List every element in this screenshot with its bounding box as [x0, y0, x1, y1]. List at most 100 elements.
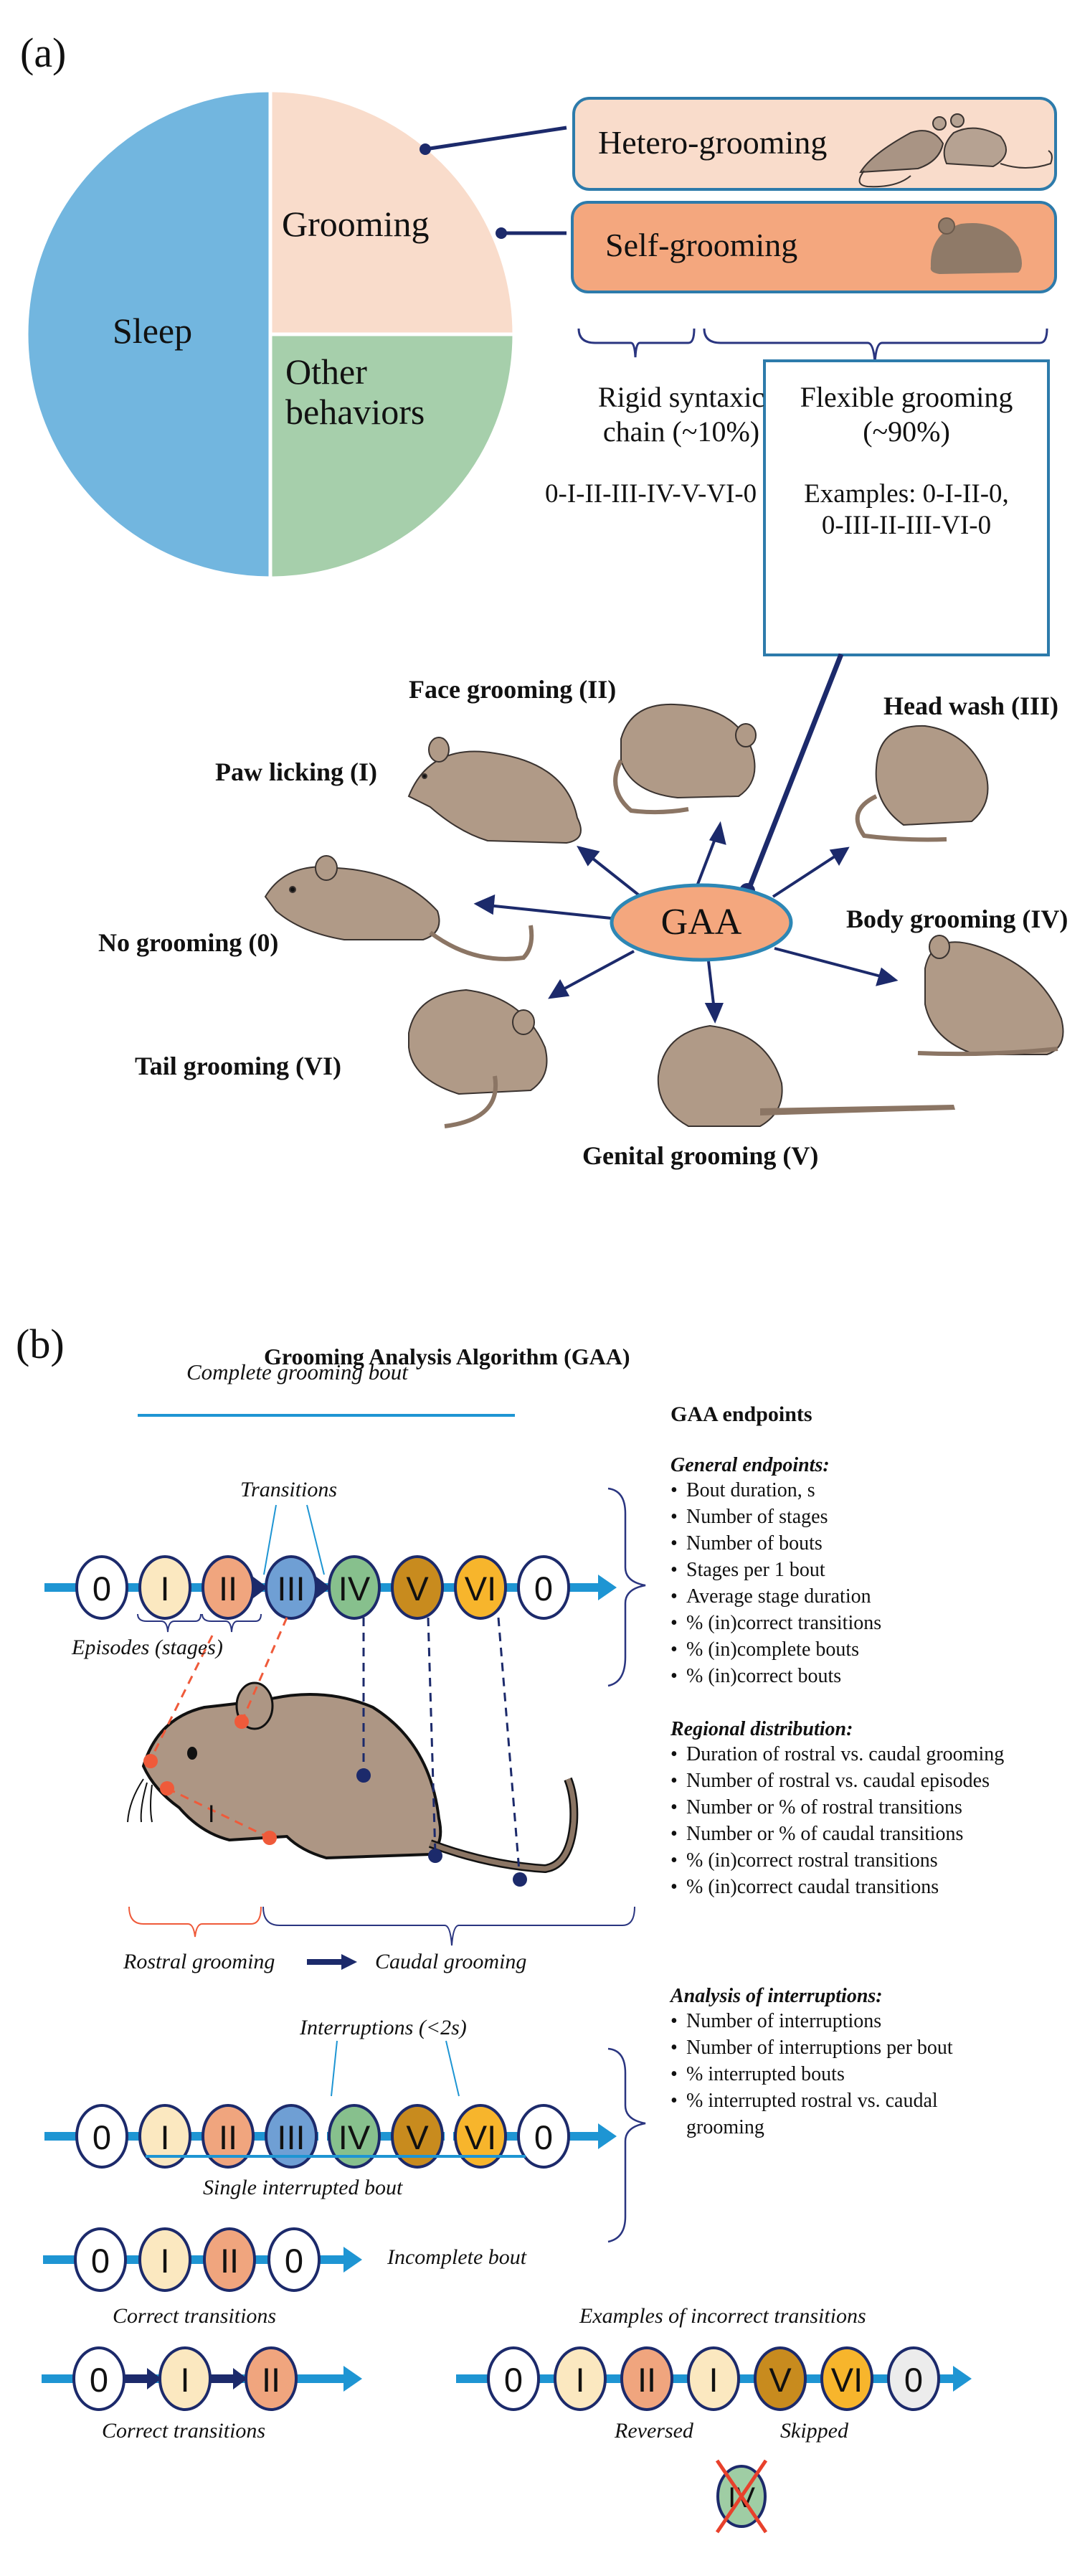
rostral-to-caudal-arrowhead [341, 1954, 357, 1970]
hetero-connector-dot [420, 143, 431, 155]
regional-distribution-heading: Regional distribution: [670, 1718, 853, 1740]
paw-licking-mouse [407, 737, 582, 844]
skipped-label: Skipped [780, 2419, 848, 2443]
stage-node-0: 0 [517, 1555, 570, 1620]
flexible-to-gaa-connector [746, 653, 844, 891]
transition-pointer-2 [306, 1504, 325, 1575]
episode-brace-2 [202, 1613, 262, 1633]
interruption-gap [318, 2131, 327, 2142]
transitions-label: Transitions [240, 1478, 338, 1501]
interruption-endpoint-item: Number of interruptions per bout [670, 2034, 1000, 2061]
stage-node-label: I [180, 2361, 189, 2399]
arrow-to-tail-grooming [548, 979, 570, 999]
correct-transitions-label-2: Correct transitions [102, 2419, 266, 2443]
caudal-grooming-label: Caudal grooming [375, 1950, 527, 1973]
endpoints-brace-general [607, 1487, 646, 1687]
stage-node-0: 0 [72, 2346, 125, 2411]
hetero-grooming-label: Hetero-grooming [598, 124, 828, 161]
hetero-mice-icon [858, 113, 1053, 188]
arrow-to-genital-grooming [704, 1003, 724, 1024]
stage-node-label: 0 [904, 2361, 923, 2399]
panel-b-label: (b) [16, 1321, 65, 1367]
flexible-examples: Examples: 0-I-II-0, 0-III-II-III-VI-0 [764, 478, 1048, 542]
stage-node-label: I [708, 2361, 718, 2399]
stage-node-VI: VI [454, 1555, 507, 1620]
pie-slice-sleep [24, 88, 272, 580]
regional-endpoint-item: Number of rostral vs. caudal episodes [670, 1768, 1072, 1794]
stage-node-0: 0 [75, 2104, 128, 2169]
stage-label-genital-grooming: Genital grooming (V) [582, 1141, 819, 1170]
flexible-grooming-line2: (~90%) [863, 415, 950, 448]
arrow-to-body-grooming [876, 967, 899, 986]
stage-node-label: VI [465, 2118, 496, 2156]
rigid-chain-brace [577, 328, 696, 358]
complete-bout-label: Complete grooming bout [186, 1359, 408, 1384]
gaa-arrows [473, 821, 899, 1024]
timeline-arrowhead [343, 2366, 362, 2392]
general-endpoint-item: Stages per 1 bout [670, 1557, 1072, 1583]
regional-endpoint-item: Number or % of rostral transitions [670, 1794, 1072, 1821]
interruption-gap [445, 2131, 453, 2142]
self-grooming-mouse-icon [930, 217, 1022, 274]
stage-node-label: I [575, 2361, 584, 2399]
stage-node-label: 0 [91, 2242, 110, 2280]
transition-pointer-1 [263, 1504, 277, 1575]
interruption-endpoint-item: Number of interruptions [670, 2008, 1000, 2034]
mouse-stage-marker: I [208, 1801, 215, 1828]
pie-slice-grooming [268, 88, 516, 336]
panel-a-label: (a) [20, 29, 67, 76]
stage-node-0: 0 [517, 2104, 570, 2169]
stage-node-0: 0 [487, 2346, 540, 2411]
correct-transitions-label-1: Correct transitions [113, 2304, 277, 2328]
caudal-points [356, 1768, 527, 1887]
general-endpoint-item: Average stage duration [670, 1583, 1072, 1610]
flexible-examples-line1: Examples: 0-I-II-0, [804, 479, 1009, 509]
flexible-grooming-line1: Flexible grooming [800, 381, 1013, 413]
general-endpoint-item: % (in)correct bouts [670, 1663, 1072, 1689]
stage-node-label: V [769, 2361, 792, 2399]
panel-b-title: Grooming Analysis Algorithm (GAA) [264, 1344, 630, 1369]
stage-node-label: II [220, 2242, 239, 2280]
interruption-pointer-1 [331, 2040, 338, 2097]
general-endpoints-list: Bout duration, sNumber of stagesNumber o… [670, 1477, 1072, 1689]
stage-label-paw-licking: Paw licking (I) [215, 758, 378, 786]
stage-node-I: I [138, 2104, 191, 2169]
interruptions-analysis-list: Number of interruptionsNumber of interru… [670, 2008, 1000, 2141]
episodes-label: Episodes (stages) [72, 1636, 223, 1659]
arrow-to-no-grooming [473, 894, 496, 915]
stage-node-II: II [245, 2346, 298, 2411]
self-grooming-label: Self-grooming [605, 227, 798, 263]
stage-node-IV: IV [328, 1555, 381, 1620]
regional-endpoint-item: % (in)correct caudal transitions [670, 1874, 1072, 1900]
stage-node-VI: VI [454, 2104, 507, 2169]
gaa-hub-label: GAA [660, 902, 742, 943]
incomplete-bout-label: Incomplete bout [387, 2245, 527, 2269]
stage-label-head-wash: Head wash (III) [883, 692, 1059, 720]
stage-node-0: 0 [267, 2227, 321, 2292]
gaa-endpoints: GAA endpoints General endpoints: Bout du… [670, 1402, 1072, 2141]
general-endpoint-item: Number of bouts [670, 1530, 1072, 1557]
stage-node-label: 0 [534, 1570, 553, 1608]
regional-endpoint-item: % (in)correct rostral transitions [670, 1847, 1072, 1874]
stage-node-label: II [219, 1570, 237, 1608]
interruptions-analysis-heading: Analysis of interruptions: [670, 1985, 883, 2007]
transition-arrowhead [316, 1577, 331, 1598]
stage-node-label: V [406, 2118, 429, 2156]
rostral-grooming-label: Rostral grooming [123, 1950, 275, 1973]
stage-node-label: III [277, 1570, 305, 1608]
stage-node-label: 0 [93, 1570, 111, 1608]
arrow-to-paw-licking [577, 846, 600, 867]
panel-a-graphics [24, 88, 1064, 1128]
stage-node-label: 0 [504, 2361, 523, 2399]
stage-node-label: 0 [534, 2118, 553, 2156]
pie-label-sleep: Sleep [113, 311, 193, 351]
genital-grooming-mouse [657, 1024, 955, 1127]
stage-node-0: 0 [75, 1555, 128, 1620]
transition-arrowhead [233, 2368, 247, 2389]
transition-arrowhead [147, 2368, 161, 2389]
timeline-arrowhead [953, 2366, 972, 2392]
general-endpoint-item: Bout duration, s [670, 1477, 1072, 1504]
stage-node-label: 0 [93, 2118, 111, 2156]
interruption-endpoint-item: % interrupted bouts [670, 2061, 1000, 2087]
